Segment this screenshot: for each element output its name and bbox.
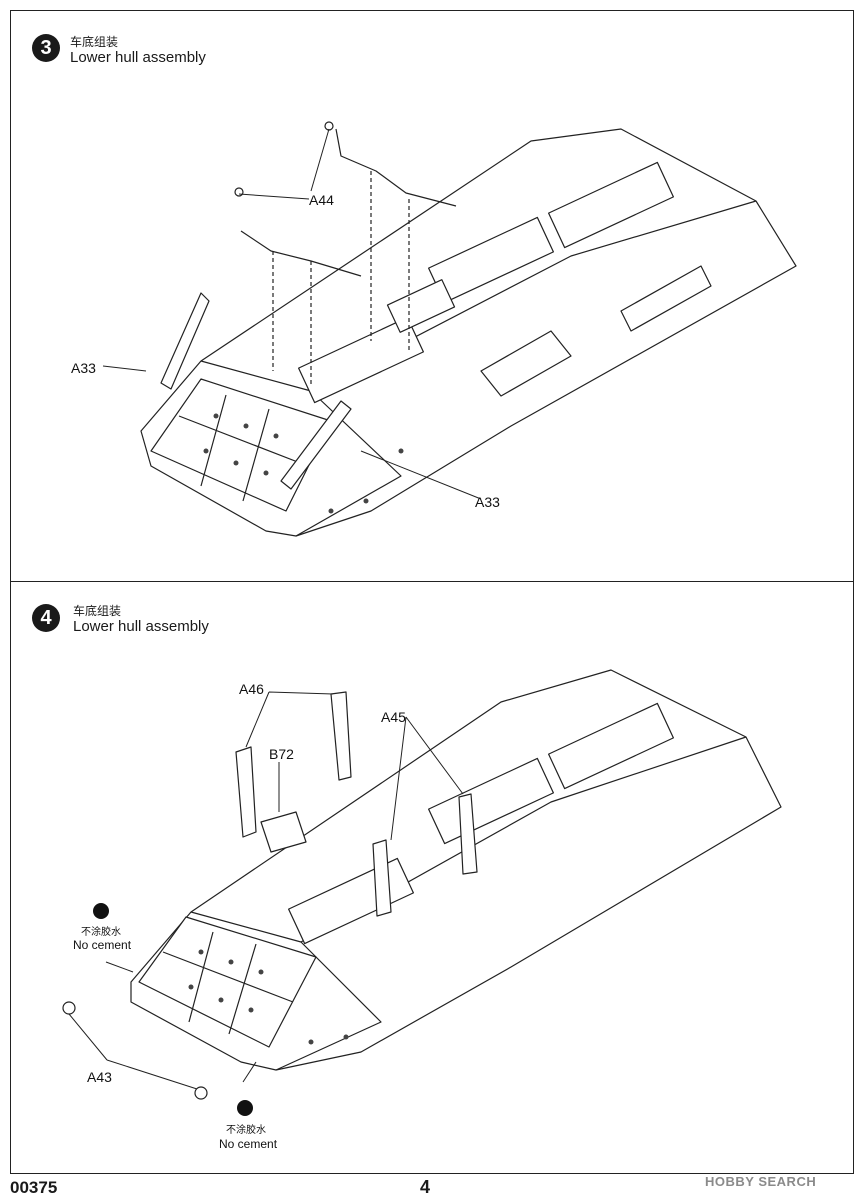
no-cement-icon xyxy=(237,1100,253,1116)
no-cement-icon xyxy=(93,903,109,919)
callout-b72: B72 xyxy=(269,746,294,762)
hull-assembly-drawing-step4: A46 B72 A45 A43 不涂胶水 No cement 不涂胶水 No c… xyxy=(62,669,782,1151)
hull-assembly-drawing-step3: A44 A33 A33 xyxy=(71,121,797,537)
callout-a46: A46 xyxy=(239,681,264,697)
page-number: 4 xyxy=(420,1177,431,1197)
callout-a44: A44 xyxy=(309,192,334,208)
step-title-cn: 车底组装 xyxy=(73,604,122,618)
no-cement-label-cn: 不涂胶水 xyxy=(81,925,121,938)
callout-a43: A43 xyxy=(87,1069,112,1085)
watermark: HOBBY SEARCH xyxy=(705,1174,817,1189)
no-cement-label-cn: 不涂胶水 xyxy=(226,1123,266,1136)
callout-a33-left: A33 xyxy=(71,360,96,376)
product-code: 00375 xyxy=(10,1178,58,1197)
step-title-en: Lower hull assembly xyxy=(73,618,209,635)
step-title-cn: 车底组装 xyxy=(70,35,119,49)
no-cement-label-en: No cement xyxy=(219,1137,278,1151)
no-cement-label-en: No cement xyxy=(73,938,132,952)
step-3-panel: 3 车底组装 Lower hull assembly xyxy=(10,10,854,582)
step-number-badge: 3 xyxy=(32,34,60,62)
callout-a33-right: A33 xyxy=(475,494,500,510)
step-title-en: Lower hull assembly xyxy=(70,49,206,66)
step-4-panel: 4 车底组装 Lower hull assembly xyxy=(10,581,854,1174)
callout-a45: A45 xyxy=(381,709,406,725)
step-number-badge: 4 xyxy=(32,604,60,632)
